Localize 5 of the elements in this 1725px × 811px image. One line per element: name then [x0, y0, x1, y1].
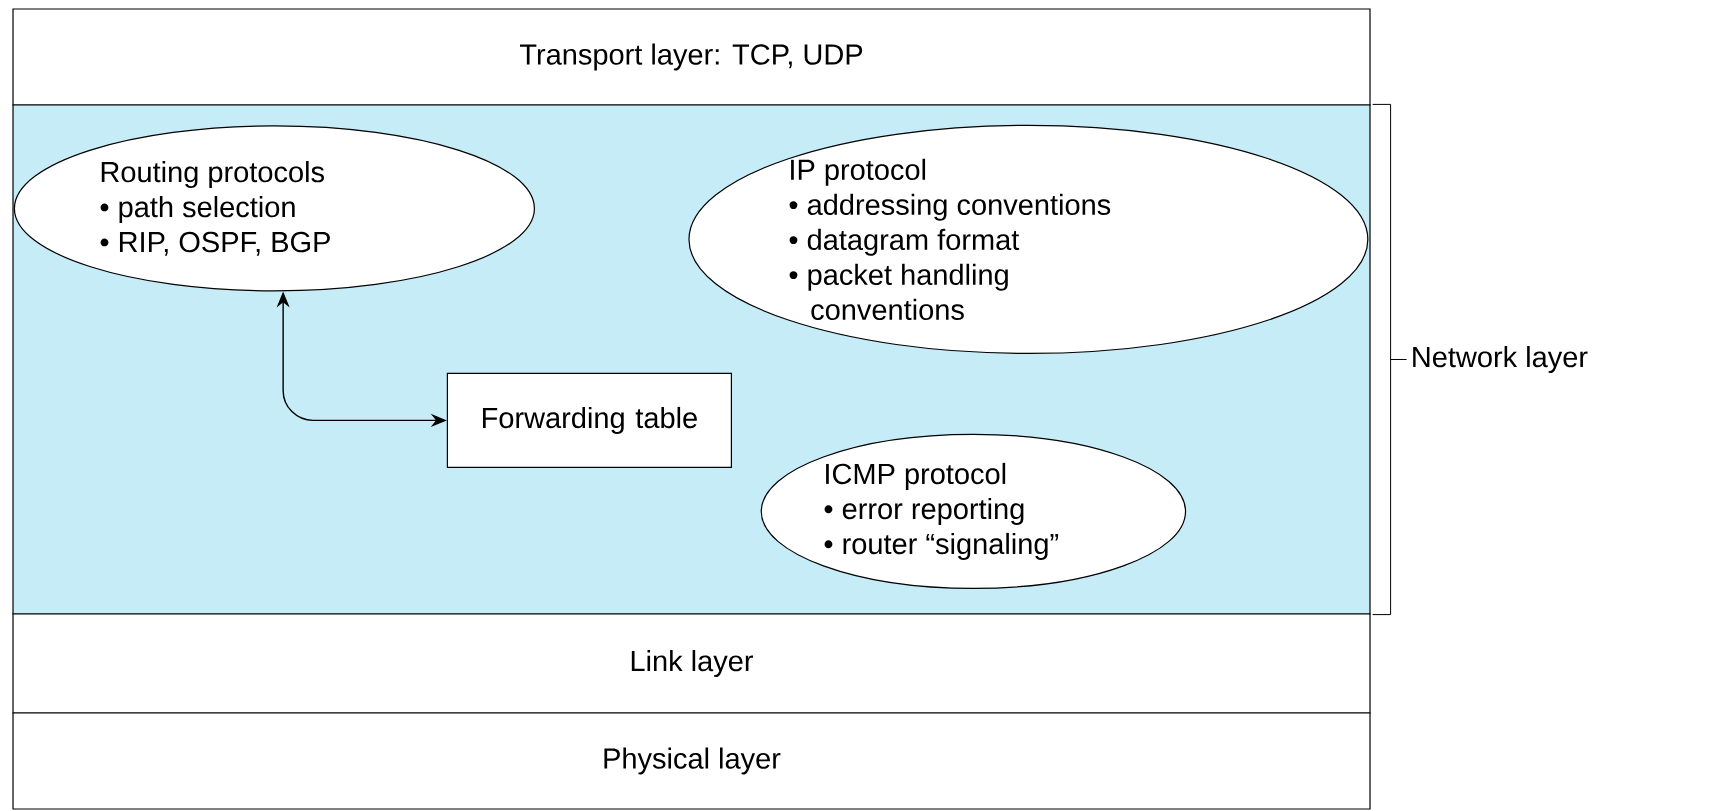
table-box: Forwarding table — [446, 372, 732, 468]
layer-band: Link layer — [12, 613, 1371, 714]
layer-band: Transport layer: TCP, UDP — [12, 8, 1371, 106]
bracket-label: Network layer — [1413, 346, 1588, 373]
layer-band: Physical layer — [12, 712, 1371, 810]
